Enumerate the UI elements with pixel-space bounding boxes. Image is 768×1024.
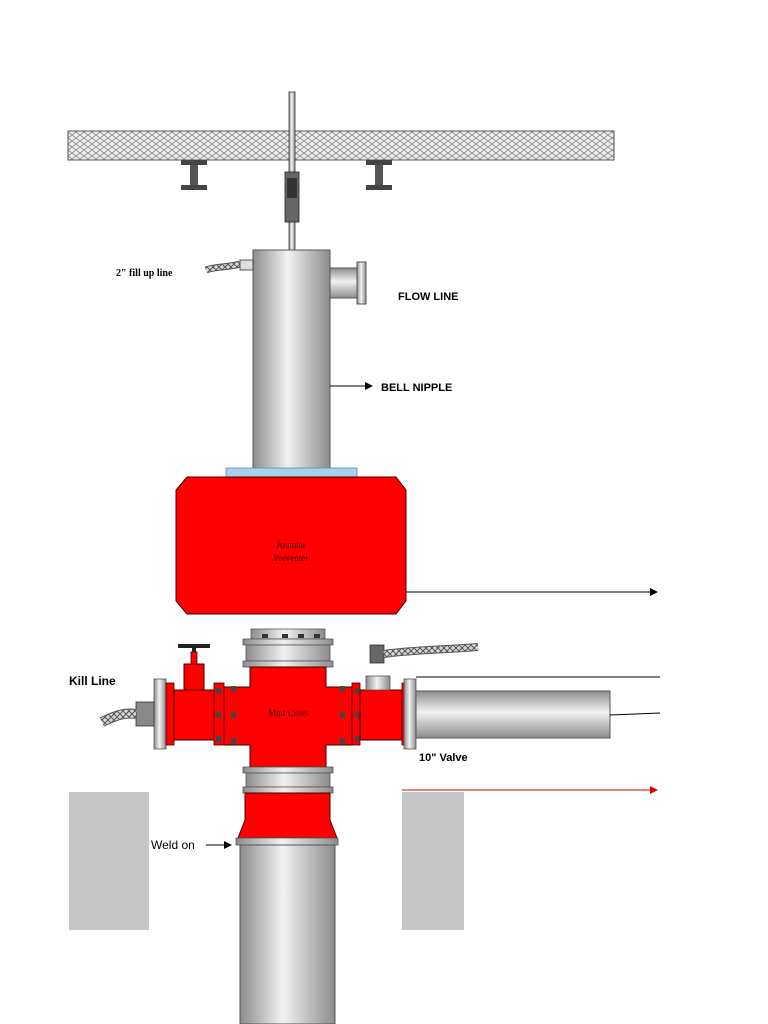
lower-flange-spool (242, 766, 334, 794)
cellar-wall-left (69, 792, 149, 930)
bell-nipple-label: BELL NIPPLE (381, 382, 452, 394)
rig-floor (67, 130, 615, 161)
annular-preventer (175, 476, 407, 615)
floor-beam-right (366, 160, 392, 190)
ten-inch-valve-label: 10" Valve (419, 752, 468, 764)
kill-line-hose (99, 701, 155, 727)
mud-cross-label: Mud Cross (268, 708, 308, 718)
flow-line-label: FLOW LINE (398, 291, 459, 303)
kill-line-label: Kill Line (69, 674, 116, 688)
ten-inch-valve (351, 644, 417, 750)
cellar-wall-right (402, 792, 464, 930)
choke-line-pipe-arrow (609, 712, 661, 716)
mud-cross (223, 666, 353, 768)
drilling-spool-red (237, 792, 338, 839)
weld-on-flange (235, 837, 339, 846)
upper-flange-spool (242, 628, 334, 668)
choke-line-pipe (415, 690, 611, 739)
flow-line-outlet (329, 261, 367, 305)
conductor-casing (239, 844, 336, 1024)
drill-string (284, 91, 300, 251)
annular-preventer-label-2: Preventer (274, 553, 308, 563)
weld-on-label: Weld on (151, 838, 195, 852)
kill-line-valve (153, 644, 225, 750)
bell-nipple (252, 249, 331, 471)
fill-up-line-label: 2" fill up line (116, 268, 173, 279)
annular-preventer-label-1: Annular (276, 540, 306, 550)
fill-up-line-hose (204, 259, 254, 274)
floor-beam-left (181, 160, 207, 190)
hydraulic-hose (383, 643, 479, 658)
annular-seal-plate (225, 467, 358, 478)
